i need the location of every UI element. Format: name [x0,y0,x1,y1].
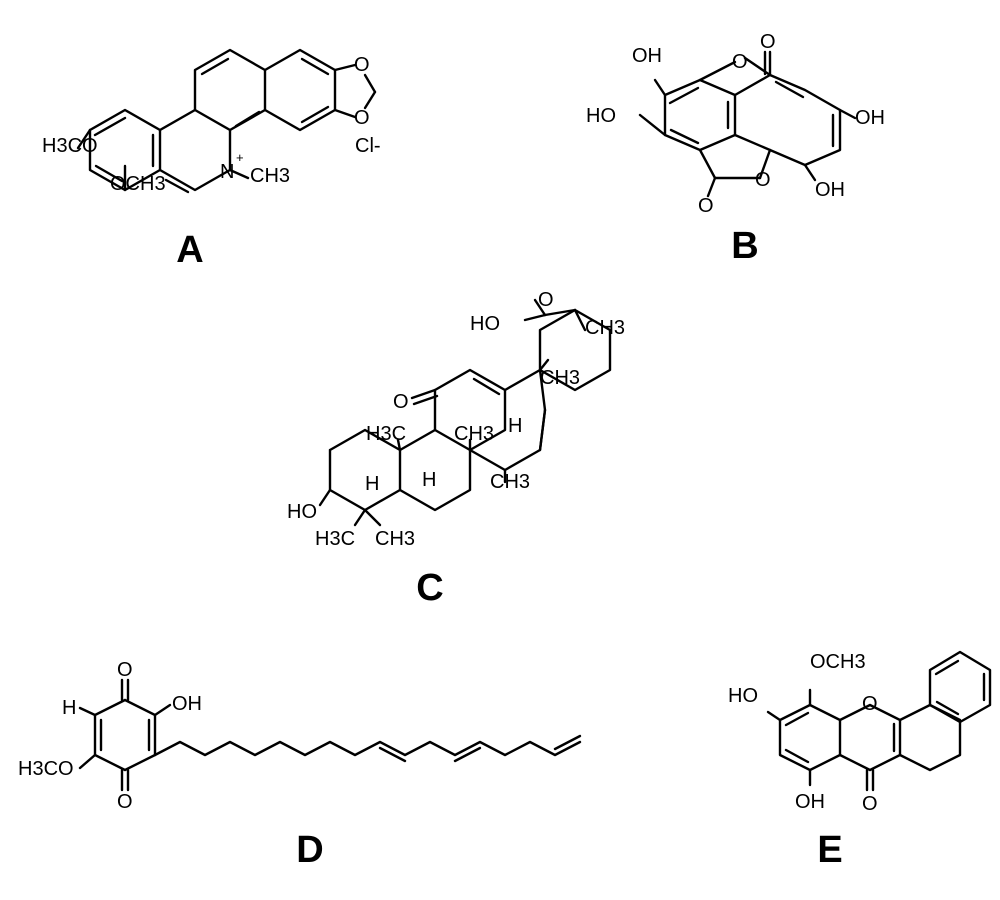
b-oh-right-label: OH [855,107,885,129]
b-oh-topleft-label: OH [632,45,662,67]
e-o-ring-label: O [862,693,878,715]
label-e: E [817,829,842,871]
e-ho-label: HO [728,685,758,707]
a-h3co-label: H3CO [42,135,98,157]
d-oh-label: OH [172,693,202,715]
structure-d: O OH H H3CO O [18,659,582,813]
structure-e: OCH3 HO O OH O [728,650,992,815]
b-o-bottom-label: O [698,195,714,217]
d-o-top-label: O [117,659,133,681]
e-och3-label: OCH3 [810,651,866,673]
d-h-label: H [62,697,76,719]
c-h3-label: H [508,415,522,437]
structure-b: OH HO OH OH O O O O [586,31,885,217]
e-o-ketone-label: O [862,793,878,815]
label-b: B [731,225,758,267]
b-o-top-label: O [760,31,776,53]
b-o-ring1-label: O [732,51,748,73]
label-d: D [296,829,323,871]
structure-c: HO O CH3 O H3C CH3 CH3 CH3 H H H HO H3C … [287,289,625,550]
c-h2-label: H [422,469,436,491]
d-o-bottom-label: O [117,791,133,813]
a-o1-label: O [354,54,370,76]
a-chloride-label: Cl- [355,135,381,157]
d-h3co-label: H3CO [18,758,74,780]
b-ho-left-label: HO [586,105,616,127]
c-ch3-b-label: CH3 [454,423,494,445]
structure-a: H3CO OCH3 N + CH3 Cl- O O [42,48,381,195]
c-h3c-e-label: H3C [315,528,355,550]
c-ch3-top-label: CH3 [585,317,625,339]
c-ho-acid-label: HO [470,313,500,335]
c-h3c-label: H3C [366,423,406,445]
c-ho-label: HO [287,501,317,523]
label-a: A [176,229,203,271]
c-ketone-o-label: O [393,391,409,413]
a-plus-label: + [236,150,244,165]
c-ch3-c-label: CH3 [540,367,580,389]
label-c: C [416,567,443,609]
a-o2-label: O [354,107,370,129]
a-och3-label: OCH3 [110,173,166,195]
c-ch3-d-label: CH3 [490,471,530,493]
b-o-ring2-label: O [755,169,771,191]
c-ch3-f-label: CH3 [375,528,415,550]
c-h1-label: H [365,473,379,495]
a-ch3-label: CH3 [250,165,290,187]
b-oh-bottomright-label: OH [815,179,845,201]
e-oh-label: OH [795,791,825,813]
c-o-acid-label: O [538,289,554,311]
a-n-label: N [220,161,234,183]
